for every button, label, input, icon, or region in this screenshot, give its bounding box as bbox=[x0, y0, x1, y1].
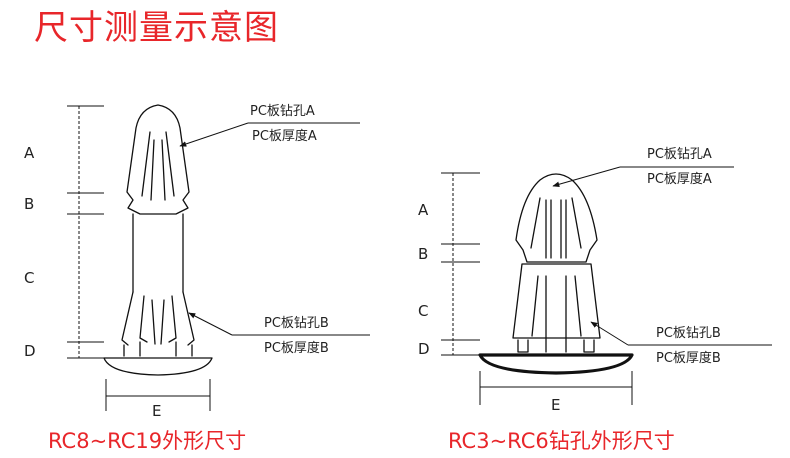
left-label-c: C bbox=[24, 269, 34, 287]
right-support-body bbox=[478, 173, 634, 375]
left-label-d: D bbox=[24, 342, 36, 360]
left-callout-b bbox=[188, 312, 370, 336]
right-label-c: C bbox=[418, 302, 428, 320]
left-hole-b-label: PC板钻孔B bbox=[264, 316, 329, 331]
right-label-a: A bbox=[418, 201, 429, 219]
right-thickness-a-label: PC板厚度A bbox=[647, 171, 712, 187]
right-hole-b-label: PC板钻孔B bbox=[656, 326, 721, 341]
right-callout-a bbox=[552, 166, 734, 187]
right-width-dimension bbox=[479, 371, 633, 405]
right-caption: RC3~RC6钻孔外形尺寸 bbox=[448, 429, 675, 453]
left-hole-a-label: PC板钻孔A bbox=[250, 104, 315, 119]
page-title: 尺寸测量示意图 bbox=[34, 8, 279, 48]
left-figure: A B C D bbox=[24, 104, 370, 420]
left-label-b: B bbox=[24, 195, 34, 213]
left-width-dimension bbox=[105, 379, 211, 411]
left-callout-a bbox=[179, 122, 360, 147]
left-thickness-b-label: PC板厚度B bbox=[264, 340, 329, 356]
right-hole-a-label: PC板钻孔A bbox=[647, 147, 712, 162]
right-thickness-b-label: PC板厚度B bbox=[656, 350, 721, 366]
right-label-d: D bbox=[418, 340, 430, 358]
left-dimension-scale bbox=[67, 105, 104, 359]
right-callout-b bbox=[590, 321, 772, 346]
right-label-b: B bbox=[418, 245, 428, 263]
left-label-a: A bbox=[24, 144, 35, 162]
left-support-body bbox=[103, 104, 213, 376]
left-label-e: E bbox=[152, 402, 161, 420]
left-thickness-a-label: PC板厚度A bbox=[252, 128, 317, 144]
right-label-e: E bbox=[551, 396, 560, 414]
right-figure: A B C D E bbox=[418, 147, 772, 414]
left-caption: RC8~RC19外形尺寸 bbox=[48, 429, 247, 453]
right-dimension-scale bbox=[441, 172, 480, 356]
